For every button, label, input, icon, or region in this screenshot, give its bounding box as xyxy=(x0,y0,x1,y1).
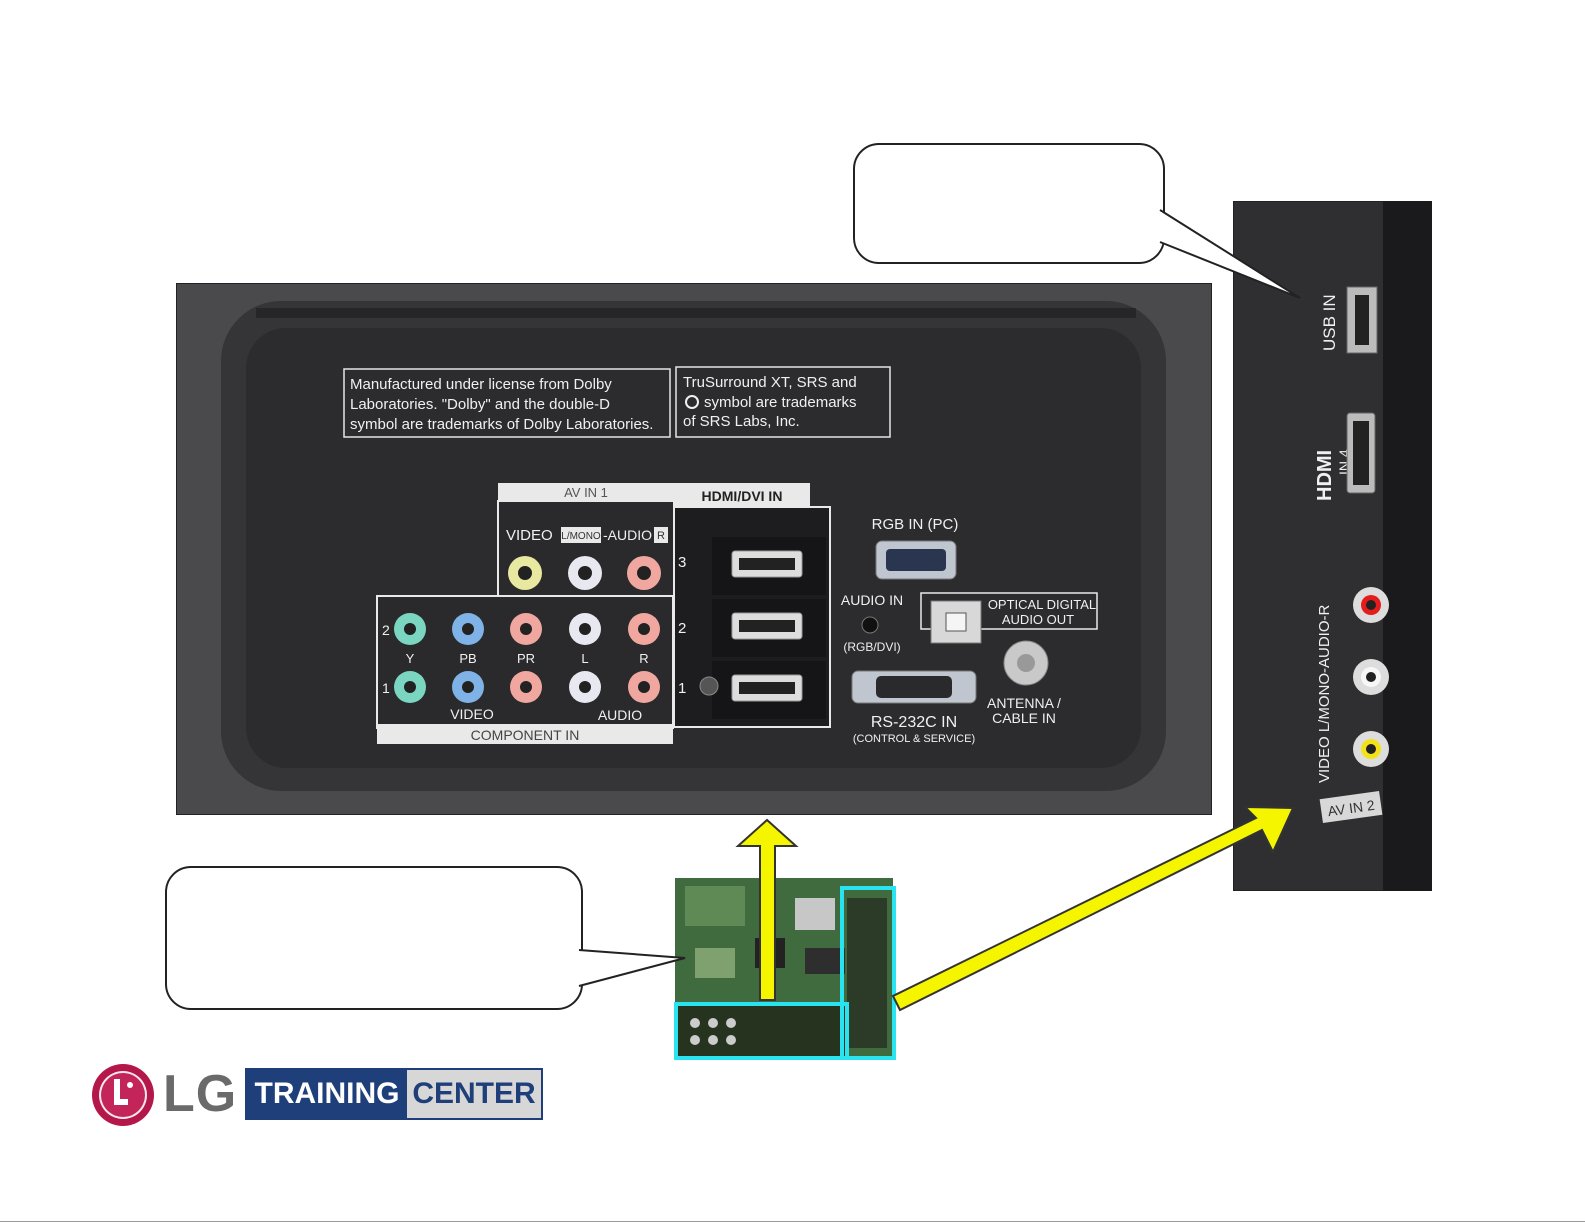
component-row-1: 1 xyxy=(382,680,390,696)
av1-video-label: VIDEO xyxy=(506,527,553,544)
component-y-label: Y xyxy=(406,651,415,666)
component-pb-label: PB xyxy=(459,651,476,666)
audio-in-jack[interactable] xyxy=(861,616,879,634)
usb-in-label: USB IN xyxy=(1320,294,1339,351)
dolby-line-3: symbol are trademarks of Dolby Laborator… xyxy=(350,416,653,433)
hdmi-3-number: 3 xyxy=(678,554,686,571)
optical-line-1: OPTICAL DIGITAL xyxy=(988,597,1096,612)
training-label: TRAINING xyxy=(247,1070,407,1118)
lg-wordmark: LG xyxy=(163,1065,238,1123)
hdmi-2-number: 2 xyxy=(678,620,686,637)
av-in-1-label: AV IN 1 xyxy=(564,485,608,500)
training-center-banner: TRAINING CENTER xyxy=(245,1068,543,1120)
component-pr-label: PR xyxy=(517,651,535,666)
dolby-line-1: Manufactured under license from Dolby xyxy=(350,376,612,393)
component-jacks[interactable] xyxy=(394,613,660,703)
component-video-label: VIDEO xyxy=(450,706,494,722)
rear-panel-photo: Manufactured under license from Dolby La… xyxy=(176,283,1212,815)
hdmi-dvi-in-label: HDMI/DVI IN xyxy=(702,488,783,504)
av-in-2-label: AV IN 2 xyxy=(1327,797,1376,819)
srs-line-1: TruSurround XT, SRS and xyxy=(683,374,857,391)
srs-logo-icon xyxy=(685,395,699,409)
control-service-label: (CONTROL & SERVICE) xyxy=(853,733,975,745)
side-panel-photo: USB IN HDMI IN 4 VIDEO L/MONO-AUDIO-R AV… xyxy=(1233,201,1432,891)
rgb-in-label: RGB IN (PC) xyxy=(872,516,959,533)
srs-line-2: symbol are trademarks xyxy=(704,394,857,411)
srs-line-3: of SRS Labs, Inc. xyxy=(683,413,800,430)
usb-callout-box xyxy=(853,143,1165,264)
antenna-line-1: ANTENNA / xyxy=(987,695,1061,711)
lg-logo xyxy=(92,1064,154,1126)
center-label: CENTER xyxy=(407,1070,541,1118)
bottom-connector-highlight xyxy=(674,1002,849,1060)
audio-in-label: AUDIO IN xyxy=(841,592,903,608)
board-callout-pointer xyxy=(578,949,686,987)
main-board-photo xyxy=(675,878,893,1056)
hdmi-1-number: 1 xyxy=(678,680,686,697)
component-r-label: R xyxy=(639,651,648,666)
dolby-notice-box xyxy=(343,368,671,438)
ground-screw-icon xyxy=(699,676,719,696)
side-audio-label: VIDEO L/MONO-AUDIO-R xyxy=(1316,604,1333,783)
component-in-label: COMPONENT IN xyxy=(471,727,580,743)
board-callout-box xyxy=(165,866,583,1010)
component-audio-label: AUDIO xyxy=(598,707,642,723)
srs-notice-box xyxy=(675,366,891,438)
av1-lmono-label: L/MONO xyxy=(561,531,601,542)
antenna-line-2: CABLE IN xyxy=(992,710,1056,726)
rgb-dvi-label: (RGB/DVI) xyxy=(843,640,900,654)
rs232c-label: RS-232C IN xyxy=(871,714,957,731)
component-l-label: L xyxy=(581,651,588,666)
hdmi-side-label: HDMI xyxy=(1314,450,1336,501)
av1-r-label: R xyxy=(657,530,665,542)
component-row-2: 2 xyxy=(382,622,390,638)
side-connector-highlight xyxy=(840,886,896,1060)
footer-divider xyxy=(0,1221,1585,1222)
optical-line-2: AUDIO OUT xyxy=(1002,612,1074,627)
dolby-line-2: Laboratories. "Dolby" and the double-D xyxy=(350,396,610,413)
av1-audio-label: -AUDIO - xyxy=(603,527,661,543)
